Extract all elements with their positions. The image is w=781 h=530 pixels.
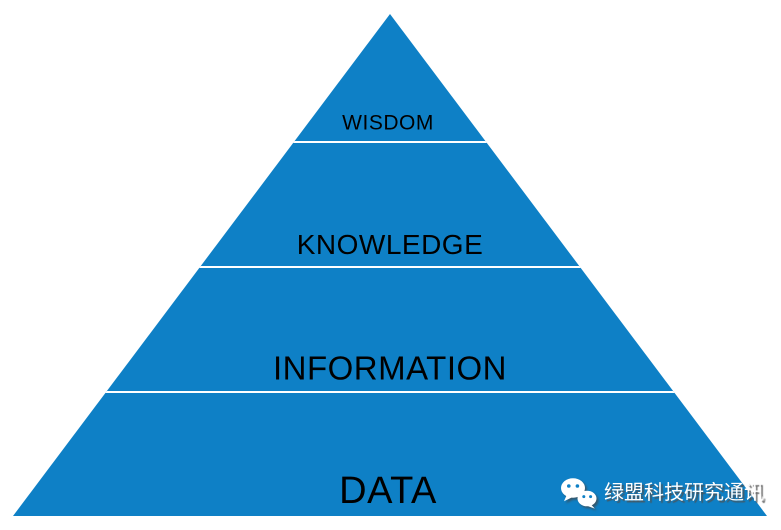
pyramid-shape — [13, 14, 767, 516]
wechat-icon-eye — [589, 495, 593, 499]
pyramid-level-label-data: DATA — [339, 470, 437, 512]
pyramid-level-label-knowledge: KNOWLEDGE — [296, 229, 484, 260]
watermark: 绿盟科技研究通讯 — [560, 477, 764, 509]
pyramid-level-label-wisdom: WISDOM — [342, 111, 434, 135]
wechat-icon-eye — [567, 484, 571, 488]
wechat-icon — [561, 478, 597, 509]
wechat-icon-eye — [582, 495, 586, 499]
pyramid-level-label-information: INFORMATION — [272, 349, 508, 387]
watermark-text: 绿盟科技研究通讯 — [604, 482, 764, 504]
wechat-icon-eye — [575, 484, 580, 488]
